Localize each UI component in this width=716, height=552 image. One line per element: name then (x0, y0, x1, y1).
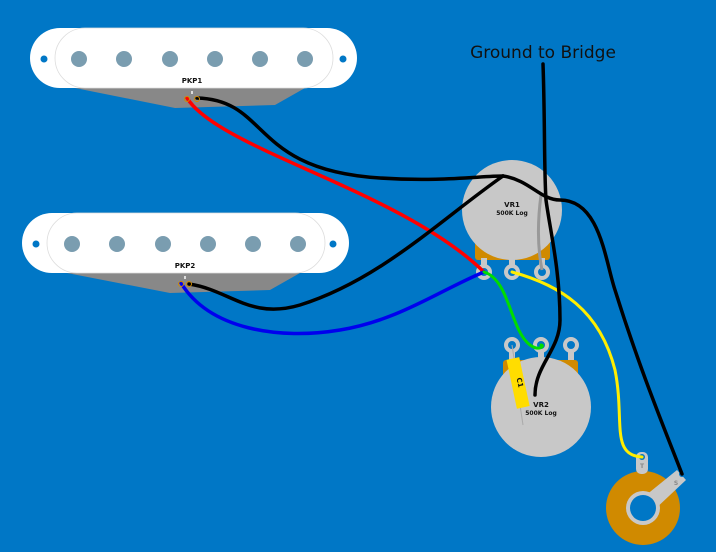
pot-lug[interactable] (504, 264, 520, 280)
wire-blue (179, 270, 486, 336)
pot-lug[interactable] (504, 337, 520, 353)
ground-strap (536, 194, 544, 271)
capacitor-c1: C1 (506, 344, 530, 426)
mount-hole-icon (339, 55, 347, 63)
pot-value: 500K Log (496, 210, 528, 217)
pole-pieces (64, 236, 306, 252)
pole-piece (290, 236, 306, 252)
pot-lug[interactable] (563, 337, 579, 353)
pot-label: VR2 (533, 401, 549, 409)
pickup-cover (30, 28, 357, 88)
output-jack: T S (606, 452, 686, 545)
pickup-marker (191, 91, 193, 94)
pot-lug[interactable] (533, 337, 549, 353)
wire-red (185, 96, 486, 274)
solder-pad (186, 281, 192, 287)
pole-piece (162, 51, 178, 67)
wires (179, 62, 684, 476)
solder-pad (194, 96, 200, 102)
wire-black-pkp1 (195, 96, 505, 182)
capacitor-body (506, 357, 530, 409)
pickup-cover (22, 213, 349, 273)
pole-piece (245, 236, 261, 252)
pickup-pkp1: PKP1 (30, 27, 357, 108)
jack-tip-label: T (640, 463, 645, 470)
mount-hole-icon (329, 240, 337, 248)
solder-pad (184, 96, 190, 102)
pole-piece (116, 51, 132, 67)
pickup-inner-outline (46, 212, 326, 274)
wire-yellow (510, 270, 644, 459)
pickup-inner-outline (54, 27, 334, 89)
wire-black-pkp2 (187, 174, 505, 311)
pole-piece (71, 51, 87, 67)
pole-piece (200, 236, 216, 252)
jack-sleeve-label: S (674, 480, 678, 487)
capacitor-label: C1 (515, 377, 525, 389)
wire-ground-to-bridge (533, 62, 562, 397)
pot-label: VR1 (504, 201, 520, 209)
pole-piece (207, 51, 223, 67)
pole-piece (64, 236, 80, 252)
pole-piece (155, 236, 171, 252)
pot-vr2: VR2 500K Log (491, 337, 591, 457)
pole-piece (109, 236, 125, 252)
pickup-pkp2: PKP2 (22, 212, 349, 293)
jack-hole (630, 495, 656, 521)
wire-black-to-jack-sleeve (501, 174, 684, 476)
pickup-label: PKP2 (175, 262, 196, 270)
pole-pieces (71, 51, 313, 67)
pot-lug[interactable] (476, 264, 492, 280)
pot-lugs (504, 337, 579, 360)
pot-value: 500K Log (525, 410, 557, 417)
mount-hole-icon (40, 55, 48, 63)
ground-to-bridge-label: Ground to Bridge (470, 43, 616, 63)
pickup-base (75, 88, 305, 108)
mount-hole-icon (32, 240, 40, 248)
pickup-label: PKP1 (182, 77, 203, 85)
pole-piece (252, 51, 268, 67)
pole-piece (297, 51, 313, 67)
pickup-marker (184, 276, 186, 279)
wire-green (482, 270, 544, 350)
solder-pad (178, 281, 184, 287)
